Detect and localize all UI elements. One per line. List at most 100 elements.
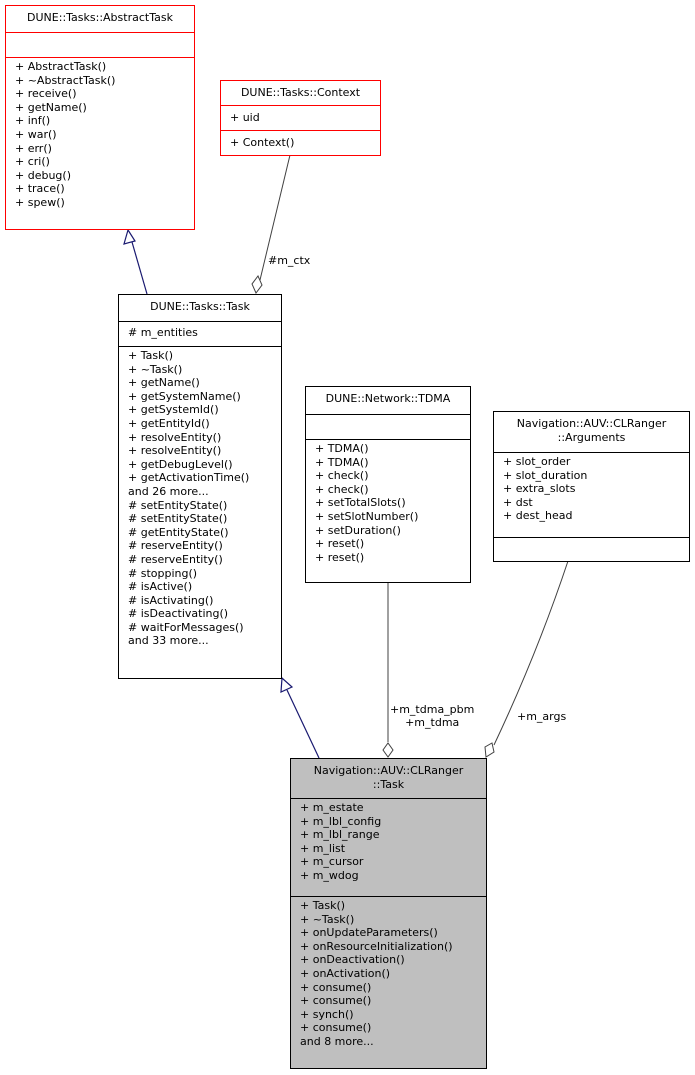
class-title: DUNE::Tasks::Task (150, 300, 250, 313)
method-item: # isActive() (128, 580, 193, 594)
aggregation-diamond-icon (484, 742, 495, 758)
method-item: + receive() (15, 87, 77, 101)
class-title: DUNE::Network::TDMA (325, 392, 451, 405)
class-title-line-1: Navigation::AUV::CLRanger (516, 417, 667, 430)
inheritance-arrowhead-icon (280, 676, 294, 693)
class-tdma[interactable]: DUNE::Network::TDMA + TDMA()+ TDMA()+ ch… (305, 386, 471, 583)
methods-section: + AbstractTask()+ ~AbstractTask()+ recei… (6, 57, 194, 229)
method-item: + setSlotNumber() (315, 509, 419, 523)
method-item: + TDMA() (315, 442, 369, 455)
edge-label-m-tdma-main: +m_tdma (405, 716, 460, 729)
methods-section: + Task()+ ~Task()+ getName()+ getSystemN… (119, 346, 281, 678)
method-item: + consume() (300, 994, 372, 1008)
attribute-item: + m_lbl_range (300, 828, 380, 842)
class-title: DUNE::Tasks::Context (240, 86, 361, 99)
method-item: + war() (15, 127, 57, 141)
method-item: # isActivating() (128, 593, 214, 607)
method-item: + check() (315, 469, 369, 483)
method-item: + AbstractTask() (15, 60, 107, 73)
methods-section: + TDMA()+ TDMA()+ check()+ check()+ setT… (306, 439, 470, 582)
method-item: + resolveEntity() (128, 444, 222, 458)
inheritance-arrowhead-icon (123, 228, 136, 245)
method-item: + err() (15, 141, 52, 155)
methods-section: + Context() (221, 130, 380, 155)
class-title-line-2: ::Arguments (557, 430, 626, 444)
method-item: + resolveEntity() (128, 430, 222, 444)
method-item: and 26 more... (128, 484, 209, 498)
attribute-item: + extra_slots (503, 482, 576, 496)
class-arguments[interactable]: Navigation::AUV::CLRanger ::Arguments + … (493, 411, 690, 562)
method-item: + reset() (315, 537, 365, 551)
composition-edge-args (493, 560, 569, 746)
method-item: + getName() (15, 100, 87, 114)
method-item: + getEntityId() (128, 416, 210, 430)
edge-label-m-tdma-pbm: +m_tdma_pbm (390, 703, 475, 716)
class-title-line-2: ::Task (372, 777, 405, 791)
method-item: + Task() (128, 349, 174, 362)
method-item: + getName() (128, 376, 200, 390)
method-item: + inf() (15, 114, 51, 128)
method-item: + ~Task() (128, 362, 183, 376)
attribute-item: + dst (503, 495, 533, 509)
method-item: + spew() (15, 195, 65, 209)
inheritance-edge-task-abstracttask (131, 241, 148, 295)
class-abstract-task[interactable]: DUNE::Tasks::AbstractTask + AbstractTask… (5, 5, 195, 230)
method-item: + onUpdateParameters() (300, 926, 438, 940)
method-item: + debug() (15, 168, 71, 182)
attribute-item: + m_list (300, 841, 346, 855)
aggregation-diamond-icon (251, 275, 263, 294)
attribute-item: + m_estate (300, 801, 364, 814)
method-item: + onActivation() (300, 966, 391, 980)
method-item: # reserveEntity() (128, 539, 223, 553)
method-item: # stopping() (128, 566, 198, 580)
edge-label-m-ctx: #m_ctx (268, 254, 311, 267)
class-title-line-1: Navigation::AUV::CLRanger (313, 764, 464, 777)
edge-label-m-tdma: +m_tdma_pbm +m_tdma (390, 703, 474, 729)
class-task[interactable]: DUNE::Tasks::Task # m_entities + Task()+… (118, 294, 282, 679)
class-title: Navigation::AUV::CLRanger ::Arguments (494, 412, 689, 452)
method-item: + trace() (15, 182, 65, 196)
method-item: + getDebugLevel() (128, 457, 233, 471)
method-item: # isDeactivating() (128, 607, 229, 621)
method-item: + TDMA() (315, 455, 369, 469)
method-item: # waitForMessages() (128, 620, 244, 634)
attribute-item: + slot_order (503, 455, 571, 468)
method-item: + cri() (15, 155, 50, 169)
class-title: Navigation::AUV::CLRanger ::Task (291, 759, 486, 798)
attributes-section: # m_entities (119, 321, 281, 346)
method-item: + consume() (300, 1021, 372, 1035)
method-item: + Context() (230, 136, 295, 149)
method-item: + getSystemId() (128, 403, 219, 417)
method-item: + getActivationTime() (128, 471, 250, 485)
method-item: + setTotalSlots() (315, 496, 406, 510)
inheritance-edge-clranger-task (286, 689, 320, 759)
aggregation-diamond-icon (382, 742, 394, 758)
attribute-item: + uid (230, 111, 260, 124)
method-item: + consume() (300, 980, 372, 994)
attributes-section: + slot_order+ slot_duration+ extra_slots… (494, 452, 689, 537)
methods-section (494, 537, 689, 561)
class-title: DUNE::Tasks::AbstractTask (27, 11, 173, 24)
method-item: + reset() (315, 550, 365, 564)
attributes-section: + uid (221, 105, 380, 130)
method-item: + onDeactivation() (300, 953, 405, 967)
composition-edge-ctx (259, 154, 291, 281)
edge-label-m-args: +m_args (517, 710, 567, 723)
method-item: + synch() (300, 1007, 354, 1021)
attributes-section (306, 414, 470, 439)
method-item: # reserveEntity() (128, 552, 223, 566)
attributes-section: + m_estate+ m_lbl_config+ m_lbl_range+ m… (291, 798, 486, 896)
method-item: + ~Task() (300, 912, 355, 926)
attribute-item: + slot_duration (503, 468, 588, 482)
method-item: + onResourceInitialization() (300, 939, 453, 953)
method-item: + Task() (300, 899, 346, 912)
attribute-item: + m_cursor (300, 855, 364, 869)
method-item: # setEntityState() (128, 512, 228, 526)
method-item: + ~AbstractTask() (15, 73, 116, 87)
method-item: and 8 more... (300, 1034, 374, 1048)
class-context[interactable]: DUNE::Tasks::Context + uid + Context() (220, 80, 381, 156)
class-clranger-task[interactable]: Navigation::AUV::CLRanger ::Task + m_est… (290, 758, 487, 1069)
attribute-item: # m_entities (128, 326, 198, 339)
attribute-item: + m_wdog (300, 868, 359, 882)
